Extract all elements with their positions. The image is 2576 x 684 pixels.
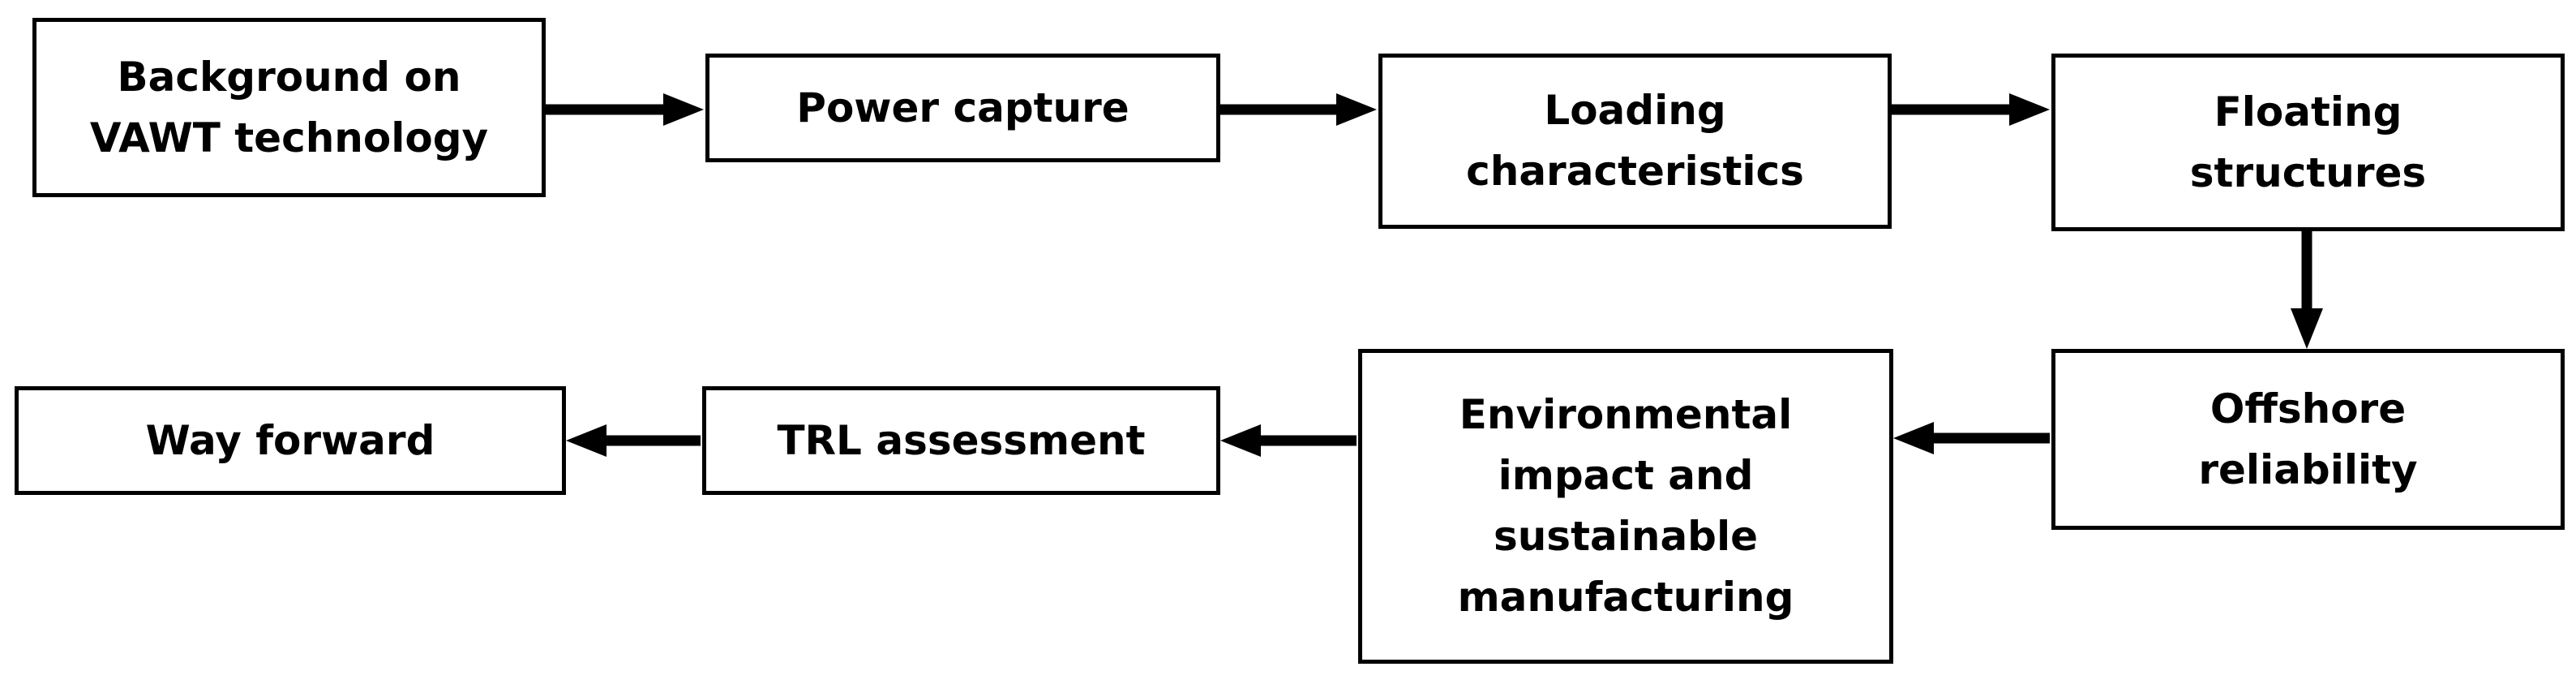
node-floating-structures: Floating structures (2051, 54, 2565, 231)
arrow-offshore-to-environmental (1893, 422, 2050, 454)
node-offshore-reliability-label: Offshore reliability (2198, 385, 2418, 493)
arrow-trl-to-way-forward (566, 424, 701, 457)
node-background: Background on VAWT technology (32, 18, 546, 197)
arrow-power-capture-to-loading (1220, 93, 1377, 126)
node-way-forward-label: Way forward (145, 416, 435, 464)
node-loading-characteristics-label: Loading characteristics (1466, 87, 1804, 195)
node-power-capture-label: Power capture (796, 84, 1129, 131)
node-power-capture: Power capture (705, 54, 1220, 162)
node-environmental-impact: Environmental impact and sustainable man… (1358, 349, 1893, 664)
arrow-background-to-power-capture (546, 93, 704, 126)
node-floating-structures-label: Floating structures (2189, 88, 2427, 196)
node-offshore-reliability: Offshore reliability (2051, 349, 2565, 530)
node-loading-characteristics: Loading characteristics (1378, 54, 1892, 229)
arrow-loading-to-floating (1892, 93, 2050, 126)
node-background-label: Background on VAWT technology (89, 53, 489, 161)
arrow-environmental-to-trl (1220, 424, 1357, 457)
node-way-forward: Way forward (15, 386, 566, 495)
node-trl-assessment-label: TRL assessment (777, 416, 1146, 464)
node-environmental-impact-label: Environmental impact and sustainable man… (1457, 391, 1794, 621)
node-trl-assessment: TRL assessment (702, 386, 1220, 495)
arrow-floating-to-offshore (2291, 231, 2323, 349)
